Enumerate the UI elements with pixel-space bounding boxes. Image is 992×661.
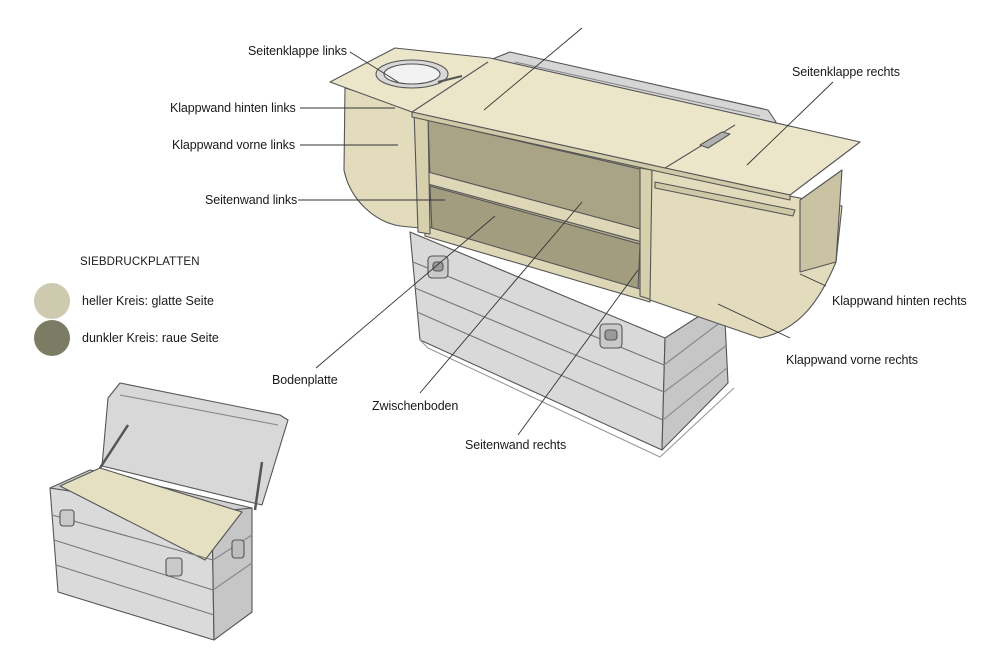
- small-box: [49, 382, 289, 641]
- legend-title: SIEBDRUCKPLATTEN: [80, 256, 200, 268]
- label-bodenplatte: Bodenplatte: [272, 373, 338, 387]
- label-seitenwand-links: Seitenwand links: [205, 193, 298, 207]
- label-klappwand-vorne-links: Klappwand vorne links: [172, 138, 295, 152]
- crate-handle-left: [427, 255, 449, 279]
- label-zwischenboden: Zwischenboden: [372, 399, 459, 413]
- wood-cabinet: [329, 47, 861, 339]
- dark-circle-swatch: [34, 320, 70, 356]
- crate-handle-right: [599, 323, 623, 349]
- label-seitenklappe-links: Seitenklappe links: [248, 44, 347, 58]
- legend-label-dark: dunkler Kreis: raue Seite: [82, 331, 219, 345]
- label-klappwand-hinten-rechts: Klappwand hinten rechts: [832, 294, 967, 308]
- light-circle-swatch: [34, 283, 70, 319]
- leader-lines: [298, 27, 834, 436]
- label-seitenklappe-rechts: Seitenklappe rechts: [792, 65, 900, 79]
- metal-crate: [409, 231, 735, 458]
- label-klappwand-vorne-rechts: Klappwand vorne rechts: [786, 353, 918, 367]
- legend-label-light: heller Kreis: glatte Seite: [82, 294, 215, 308]
- legend-item-light: heller Kreis: glatte Seite: [34, 283, 214, 319]
- label-seitenwand-rechts: Seitenwand rechts: [465, 438, 567, 452]
- legend-item-dark: dunkler Kreis: raue Seite: [34, 320, 219, 356]
- label-klappwand-hinten-links: Klappwand hinten links: [170, 101, 296, 115]
